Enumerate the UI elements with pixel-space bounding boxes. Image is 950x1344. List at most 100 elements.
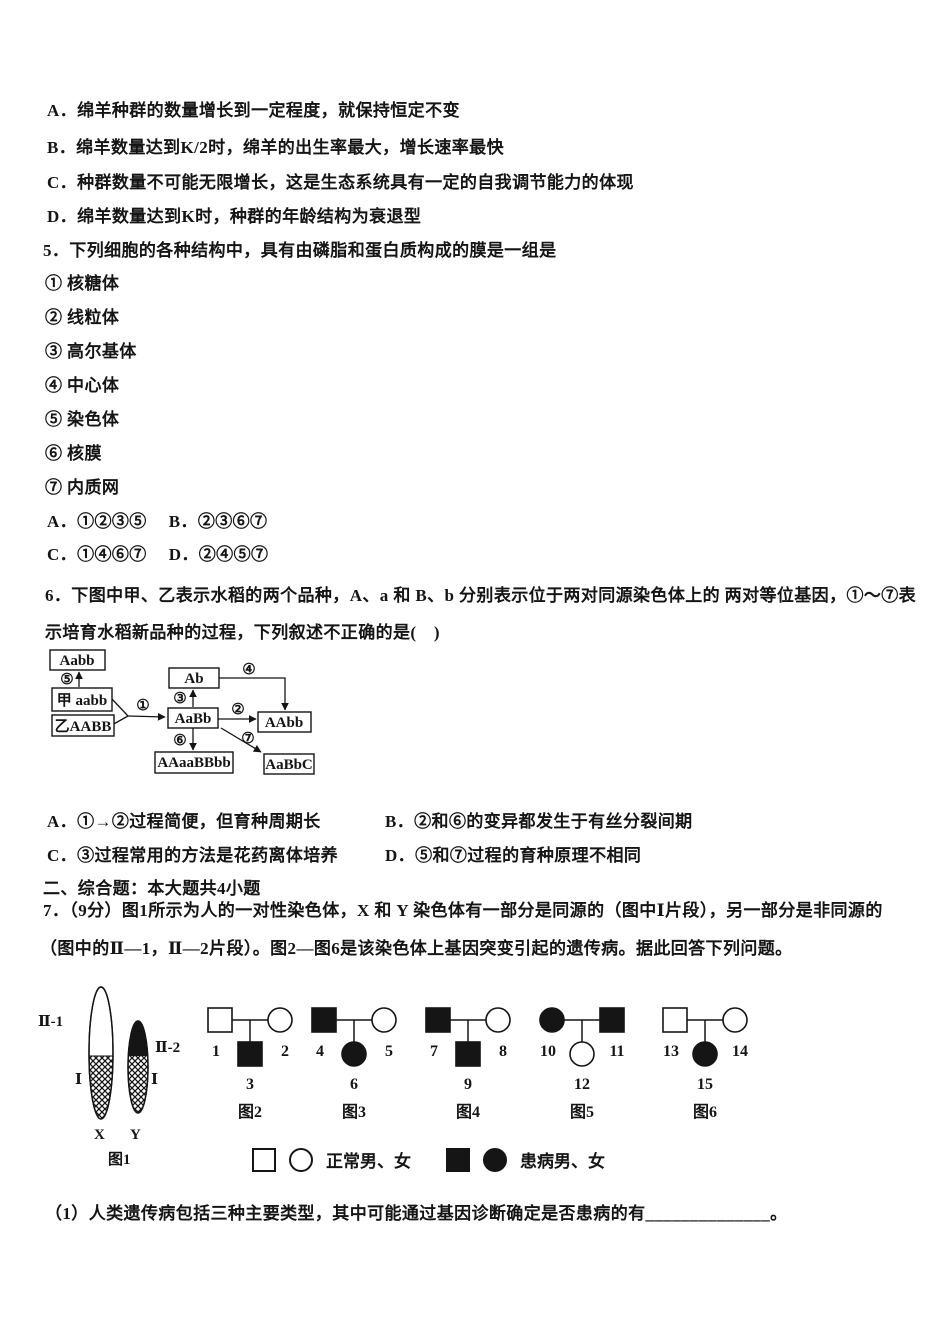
x-chromosome-outline [88, 986, 114, 1120]
xy-chromosome-figure: Ⅱ-1 Ⅱ-2 Ⅰ Ⅰ X Y 图1 [38, 986, 180, 1168]
box-AaBb-label: AaBb [175, 711, 212, 727]
pedigree-caption: 图4 [456, 1103, 480, 1121]
member-number: 12 [574, 1076, 590, 1093]
q7-stem-line2: （图中的Ⅱ—1，Ⅱ—2片段）。图2—图6是该染色体上基因突变引起的遗传病。据此回… [40, 939, 793, 958]
label-region-II-2: Ⅱ-2 [155, 1040, 180, 1056]
q6-option-d: D．⑤和⑦过程的育种原理不相同 [385, 846, 642, 865]
y-homologous-region [128, 1056, 148, 1113]
box-Ab-label: Ab [184, 671, 203, 687]
member-number: 7 [430, 1043, 438, 1060]
step2-label: ② [231, 702, 244, 718]
q5-item-1: ① 核糖体 [45, 274, 120, 293]
box-AAbb [257, 711, 312, 733]
q6-option-c: C．③过程常用的方法是花药离体培养 [47, 846, 339, 865]
q5-stem: 5．下列细胞的各种结构中，具有由磷脂和蛋白质构成的膜是一组是 [43, 241, 557, 260]
label-y-chromosome: Y [130, 1127, 141, 1143]
box-AAaaBBbb-label: AAaaBBbb [157, 755, 230, 771]
member-number: 2 [281, 1043, 289, 1060]
arrow-step4 [219, 677, 289, 711]
box-AaBbC-label: AaBbC [265, 757, 313, 773]
q5-option-a: A．①②③⑤ [47, 512, 147, 531]
section2-heading: 二、综合题：本大题共4小题 [43, 879, 261, 898]
q5-item-4: ④ 中心体 [45, 376, 120, 395]
q4-option-b: B．绵羊数量达到K/2时，绵羊的出生率最大，增长速率最快 [47, 138, 504, 157]
cross-line-jia [111, 698, 129, 717]
q5-item-7: ⑦ 内质网 [45, 478, 120, 497]
box-Aabb [49, 649, 106, 671]
q6-stem: 6．下图中甲、乙表示水稻的两个品种，A、a 和 B、b 分别表示位于两对同源染色… [45, 586, 917, 642]
legend-normal-male-symbol [252, 1147, 276, 1172]
step5-label: ⑤ [60, 672, 73, 688]
affected-female-symbol [341, 1041, 367, 1067]
pedigree-caption: 图2 [238, 1103, 262, 1121]
affected-female-symbol [692, 1041, 718, 1067]
member-number: 9 [464, 1076, 472, 1093]
affected-male-symbol [455, 1041, 481, 1067]
box-yi-label: 乙AABB [55, 719, 112, 735]
q6-option-a: A．①→②过程简便，但育种周期长 [47, 812, 321, 831]
q5-option-c: C．①④⑥⑦ [47, 545, 147, 564]
normal-male-symbol [662, 1007, 688, 1033]
member-number: 11 [609, 1043, 624, 1060]
affected-male-symbol [311, 1007, 337, 1033]
member-number: 13 [663, 1043, 679, 1060]
affected-male-symbol [425, 1007, 451, 1033]
step4-label: ④ [242, 662, 255, 678]
q7-part1: （1）人类遗传病包括三种主要类型，其中可能通过基因诊断确定是否患病的有_____… [45, 1204, 788, 1223]
legend-normal-female-symbol [289, 1147, 313, 1172]
member-number: 5 [385, 1043, 393, 1060]
pedigree-caption: 图5 [570, 1103, 594, 1121]
normal-male-symbol [207, 1007, 233, 1033]
member-number: 4 [316, 1043, 324, 1060]
legend-normal-label: 正常男、女 [326, 1152, 411, 1171]
normal-female-symbol [569, 1041, 595, 1067]
step1-label: ① [136, 698, 149, 714]
normal-female-symbol [722, 1007, 748, 1033]
normal-female-symbol [371, 1007, 397, 1033]
step7-label: ⑦ [241, 731, 254, 747]
normal-female-symbol [267, 1007, 293, 1033]
affected-female-symbol [539, 1007, 565, 1033]
box-jia-aabb [51, 687, 113, 712]
box-Aabb-label: Aabb [59, 653, 94, 669]
legend-affected-label: 患病男、女 [520, 1152, 605, 1171]
step6-label: ⑥ [173, 733, 186, 749]
affected-male-symbol [237, 1041, 263, 1067]
breeding-scheme-diagram: Aabb 甲 aabb 乙AABB Ab AaBb AAbb AAaaBBbb … [49, 649, 315, 775]
pedigree-caption: 图6 [693, 1103, 717, 1121]
q5-item-2: ② 线粒体 [45, 308, 120, 327]
q5-item-3: ③ 高尔基体 [45, 342, 137, 361]
q5-item-6: ⑥ 核膜 [45, 444, 102, 463]
label-region-I-x: Ⅰ [75, 1072, 82, 1088]
label-region-I-y: Ⅰ [151, 1072, 158, 1088]
q5-options-row1: A．①②③⑤ B．②③⑥⑦ [47, 511, 267, 532]
member-number: 6 [350, 1076, 358, 1093]
box-jia-label: 甲 aabb [57, 692, 107, 709]
label-x-chromosome: X [94, 1127, 105, 1143]
box-yi-AABB [51, 714, 115, 737]
box-AAaaBBbb [154, 751, 234, 774]
member-number: 8 [499, 1043, 507, 1060]
q5-option-d: D．②④⑤⑦ [168, 545, 269, 564]
legend-affected-male-symbol [446, 1147, 470, 1172]
legend-affected-female-symbol [483, 1147, 507, 1172]
arrow-step1 [127, 712, 166, 721]
box-AaBb [167, 707, 219, 729]
q5-option-b: B．②③⑥⑦ [168, 512, 268, 531]
member-number: 3 [246, 1076, 254, 1093]
member-number: 10 [540, 1043, 556, 1060]
q5-item-5: ⑤ 染色体 [45, 410, 120, 429]
q5-options-row2: C．①④⑥⑦ D．②④⑤⑦ [47, 544, 268, 565]
pedigree-legend: 正常男、女 患病男、女 [252, 1147, 605, 1172]
box-AAbb-label: AAbb [265, 715, 303, 731]
normal-female-symbol [485, 1007, 511, 1033]
pedigree-chart-5: 10 11 12 图5 [539, 1007, 625, 1121]
affected-male-symbol [599, 1007, 625, 1033]
q6-option-b: B．②和⑥的变异都发生于有丝分裂间期 [385, 812, 693, 831]
arrow-step7 [220, 727, 262, 753]
y-nonhomologous-region [128, 1021, 148, 1056]
